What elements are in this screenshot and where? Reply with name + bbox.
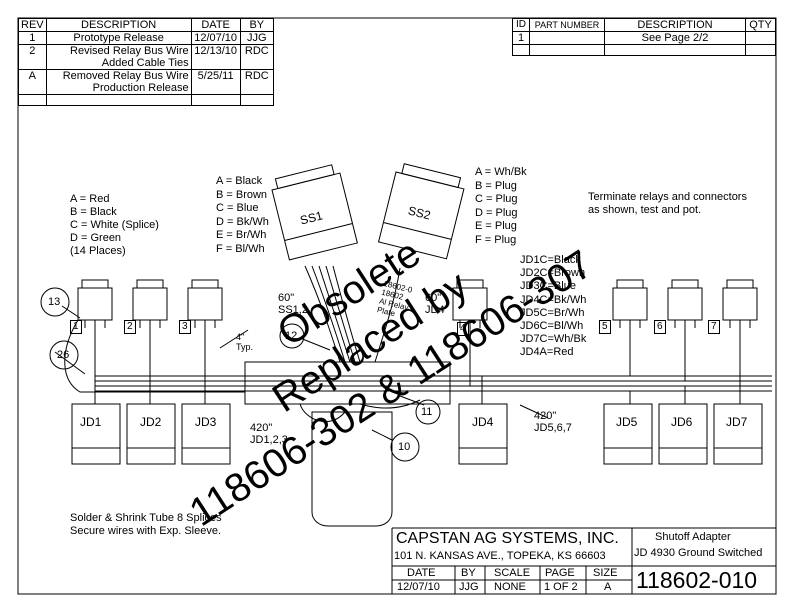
wire-color-legend: A = Red B = Black C = White (Splice) D =… — [70, 193, 159, 257]
rev-header: REV — [18, 18, 47, 32]
by-header: BY — [239, 18, 275, 32]
description-header: DESCRIPTION — [45, 18, 192, 32]
title-header-date: DATE — [407, 567, 436, 579]
relay-number: 3 — [179, 320, 191, 334]
jd4-length-label: 60" JD4 — [425, 292, 445, 316]
part-number-header: PART NUMBER — [529, 18, 605, 32]
balloon-label: 10 — [398, 441, 411, 453]
title-value-by: JJG — [459, 581, 479, 593]
relay-number: 2 — [124, 320, 136, 334]
ss1-connector — [271, 164, 358, 261]
jd-connector-label: JD6 — [671, 415, 693, 429]
drawing-part-number: 118602-010 — [636, 567, 758, 593]
ss2-connector — [377, 163, 465, 260]
balloon-label: 13 — [48, 296, 61, 308]
relay-row — [77, 279, 758, 328]
title-header-page: PAGE — [545, 567, 575, 579]
title-header-scale: SCALE — [494, 567, 531, 579]
relay-number: 7 — [708, 320, 720, 334]
relay-number: 1 — [70, 320, 82, 334]
solder-note: Solder & Shrink Tube 8 Splices Secure wi… — [70, 512, 222, 537]
balloon-label: 26 — [57, 349, 70, 361]
id-header: ID — [512, 18, 530, 32]
ss1-pin-legend: A = Black B = Brown C = Blue D = Bk/Wh E… — [216, 175, 269, 255]
revision-table: REV DESCRIPTION DATE BY 1 Prototype Rele… — [18, 18, 275, 106]
relay-number: 4 — [457, 322, 469, 336]
right-harness-length-label: 420" JD5,6,7 — [534, 410, 572, 434]
company-address: 101 N. KANSAS AVE., TOPEKA, KS 66603 — [394, 550, 606, 562]
qty-header: QTY — [745, 18, 776, 32]
jd-connector-label: JD5 — [616, 415, 638, 429]
typical-length-label: 4" Typ. — [236, 332, 254, 352]
balloon-11 — [415, 399, 441, 425]
title-value-size: A — [604, 581, 612, 593]
balloon-label: 12 — [285, 330, 298, 342]
jd-wire-legend: JD1C=Black JD2C=Brown JD3C=Blue JD4C=Bk/… — [520, 254, 587, 359]
jd-connector-label: JD1 — [80, 415, 102, 429]
balloon-13 — [40, 287, 70, 317]
revision-row: 1 Prototype Release 12/07/10 JJG — [18, 31, 275, 45]
balloon-26 — [49, 340, 79, 370]
balloon-12 — [279, 323, 305, 349]
drawing-description-2: JD 4930 Ground Switched — [634, 547, 763, 559]
drawing-description-1: Shutoff Adapter — [655, 531, 731, 543]
parts-row: 1 See Page 2/2 — [512, 31, 776, 45]
title-value-scale: NONE — [494, 581, 526, 593]
balloon-10 — [390, 432, 420, 462]
terminate-note: Terminate relays and connectors as shown… — [588, 191, 747, 216]
date-header: DATE — [190, 18, 241, 32]
jd-connector-label: JD7 — [726, 415, 748, 429]
ss-length-label: 60" SS1,2 — [278, 292, 308, 316]
jd-connector-row — [71, 403, 763, 465]
drawing-frame — [17, 17, 777, 595]
junction-sleeve — [244, 361, 451, 405]
relay-number: 6 — [654, 320, 666, 334]
relay-number: 5 — [599, 320, 611, 334]
company-name: CAPSTAN AG SYSTEMS, INC. — [396, 530, 619, 547]
jd-connector-label: JD3 — [195, 415, 217, 429]
jd-connector-label: JD2 — [140, 415, 162, 429]
parts-table: ID PART NUMBER DESCRIPTION QTY 1 See Pag… — [512, 18, 776, 56]
ss2-pin-legend: A = Wh/Bk B = Plug C = Plug D = Plug E =… — [475, 166, 527, 246]
title-value-page: 1 OF 2 — [544, 581, 578, 593]
left-harness-length-label: 420" JD1,2,3 — [250, 422, 288, 446]
jd-connector-label: JD4 — [472, 415, 494, 429]
title-value-date: 12/07/10 — [397, 581, 440, 593]
title-header-by: BY — [461, 567, 476, 579]
relay-plate-outline — [311, 411, 393, 527]
description-header: DESCRIPTION — [604, 18, 746, 32]
title-header-size: SIZE — [593, 567, 618, 579]
balloon-label: 11 — [421, 406, 433, 418]
